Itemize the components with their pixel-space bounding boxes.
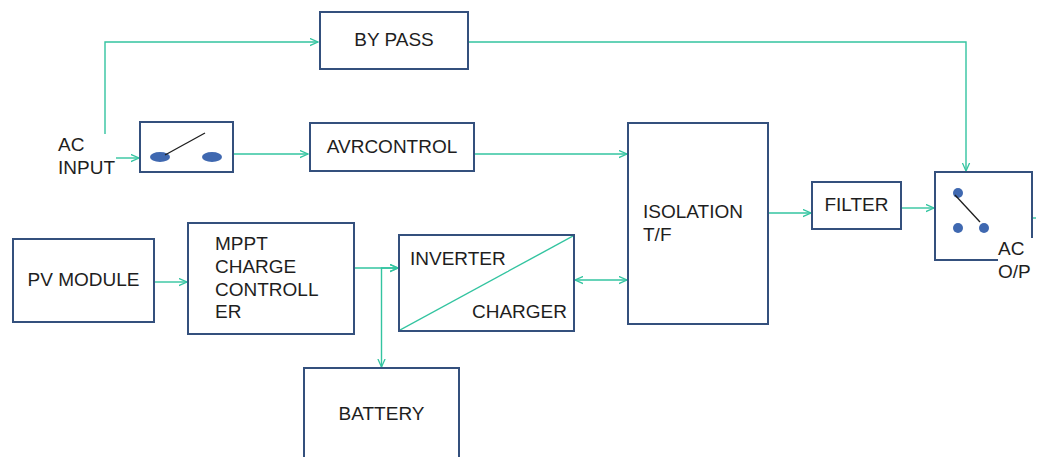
- input-switch: [140, 122, 233, 172]
- connector-arrow: [769, 212, 811, 213]
- connector-arrow: [155, 281, 187, 282]
- source-box: PV MODULE: [12, 238, 155, 323]
- node-text: BY PASS: [354, 29, 434, 52]
- node-text: AVRCONTROL: [327, 136, 458, 159]
- connector-arrow: [475, 153, 627, 154]
- switch-to-avr-wire: [233, 153, 308, 154]
- controller-box: MPPT CHARGE CONTROLL ER: [187, 222, 355, 335]
- connector-arrow: [382, 268, 399, 367]
- transformer-box: ISOLATION T/F: [627, 122, 769, 325]
- filter-box: FILTER: [811, 181, 902, 230]
- filter-to-switch-wire: [902, 207, 934, 208]
- bypass-box: BY PASS: [319, 11, 469, 70]
- node-text: FILTER: [824, 194, 888, 217]
- output-label: AC O/P: [998, 238, 1034, 284]
- input-label: AC INPUT: [58, 134, 114, 180]
- node-text: ISOLATION T/F: [643, 201, 753, 247]
- inverter-charger-box: INVERTER CHARGER: [398, 234, 575, 332]
- node-text: INVERTER: [408, 248, 508, 271]
- process-box: AVRCONTROL: [309, 122, 475, 172]
- node-text: BATTERY: [339, 403, 425, 426]
- node-text: CHARGER: [470, 301, 569, 324]
- battery-box: BATTERY: [303, 367, 460, 457]
- ac-input-wire: [116, 157, 139, 158]
- node-text: MPPT CHARGE CONTROLL ER: [215, 233, 327, 324]
- connector-arrow: [575, 279, 627, 280]
- node-text: PV MODULE: [28, 269, 140, 292]
